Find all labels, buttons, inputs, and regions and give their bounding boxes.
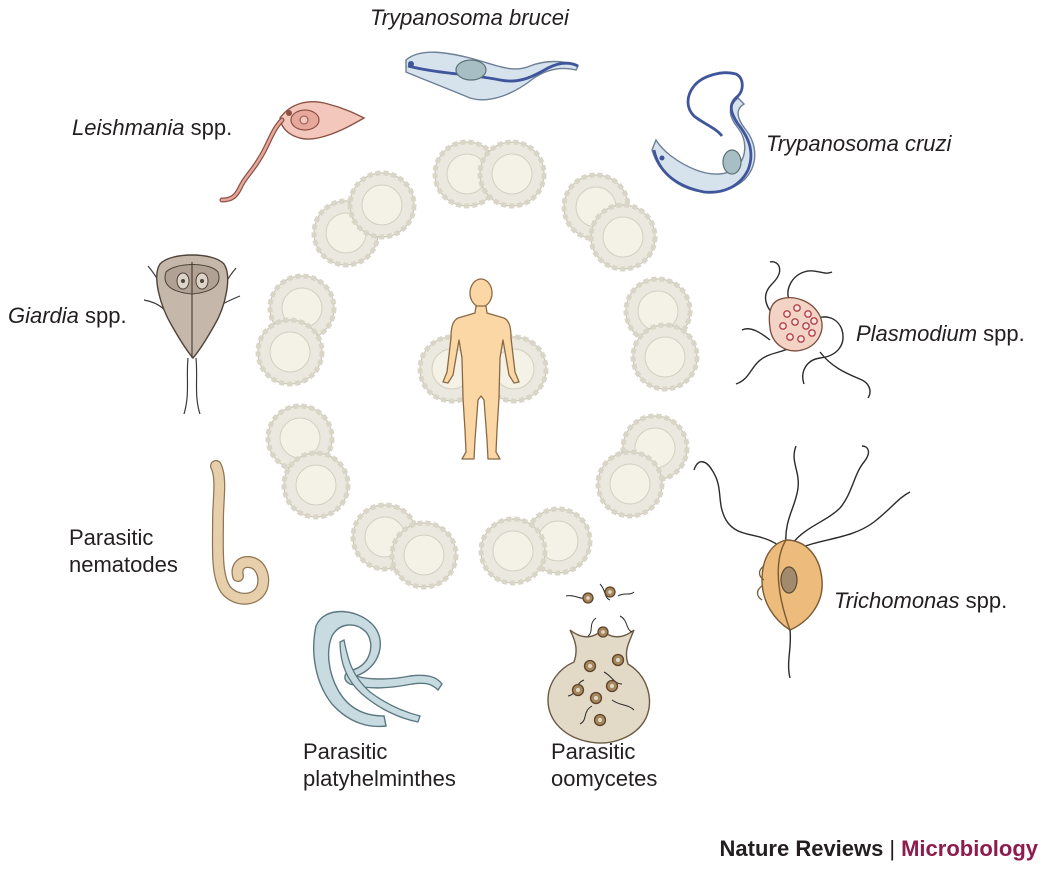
credit-separator: |: [889, 836, 896, 861]
label-nematodes: Parasitic nematodes: [69, 524, 178, 578]
human-figure: [442, 278, 520, 460]
label-trypanosoma-cruzi: Trypanosoma cruzi: [766, 131, 952, 156]
plasmodium-illustration: [735, 261, 871, 399]
journal-credit: Nature Reviews|Microbiology: [720, 836, 1038, 862]
host-cell: [480, 142, 544, 206]
journal-name: Nature Reviews: [719, 836, 884, 861]
giardia-illustration: [143, 254, 241, 415]
label-platyhelminthes-line1: Parasitic: [303, 739, 388, 764]
host-cell: [481, 519, 545, 583]
host-cell: [284, 453, 348, 517]
oomycete-illustration: [547, 583, 651, 744]
label-oomycetes: Parasitic oomycetes: [551, 738, 657, 792]
label-plasmodium: Plasmodium spp.: [856, 321, 1025, 346]
trypanosoma-brucei-illustration: [405, 51, 579, 101]
label-nematodes-line1: Parasitic: [69, 525, 154, 550]
journal-section: Microbiology: [901, 836, 1038, 861]
label-leishmania: Leishmania spp.: [72, 115, 233, 140]
label-platyhelminthes-line2: platyhelminthes: [303, 766, 456, 791]
label-nematodes-line2: nematodes: [69, 552, 178, 577]
nematode-illustration: [210, 460, 270, 605]
label-oomycetes-line1: Parasitic: [551, 739, 636, 764]
trichomonas-illustration: [693, 445, 911, 679]
label-trichomonas: Trichomonas spp.: [834, 588, 1008, 613]
host-cell: [591, 205, 655, 269]
platyhelminth-illustration: [313, 610, 443, 728]
trypanosoma-cruzi-illustration: [651, 71, 756, 194]
host-cell: [392, 523, 456, 587]
host-cell: [350, 173, 414, 237]
label-trypanosoma-brucei: Trypanosoma brucei: [370, 5, 569, 30]
leishmania-illustration: [219, 100, 366, 203]
label-oomycetes-line2: oomycetes: [551, 766, 658, 791]
host-cell: [598, 452, 662, 516]
host-cell: [258, 320, 322, 384]
host-cell: [633, 325, 697, 389]
label-platyhelminthes: Parasitic platyhelminthes: [303, 738, 456, 792]
label-giardia: Giardia spp.: [8, 303, 127, 328]
